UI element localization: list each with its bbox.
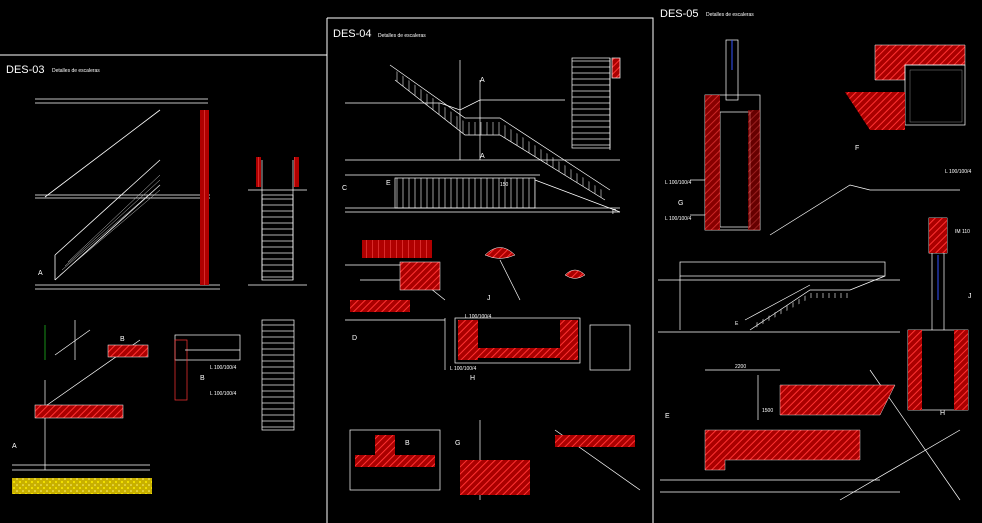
- spec4-des05: IM 110: [955, 229, 970, 235]
- label-b-des04: B: [405, 440, 410, 447]
- spec1-des04: L 100/100/4: [450, 366, 476, 372]
- label-e-des05: E: [735, 321, 739, 327]
- label-b1-des03: B: [120, 336, 125, 343]
- dim2-des05: 1500: [762, 408, 773, 414]
- section-h-des04: [444, 317, 631, 371]
- sheet-des-03: DES-03 Detalles de escaleras A: [6, 64, 307, 494]
- spec1-des05: L 100/100/4: [665, 180, 691, 186]
- stair-elevation-des03: [35, 98, 220, 290]
- spec2-des03: L 100/100/4: [210, 365, 236, 371]
- spec2-des05: L 100/100/4: [665, 216, 691, 222]
- label-c-des04: C: [342, 185, 347, 192]
- label-b2-des03: B: [200, 375, 205, 382]
- label-j-des05: J: [968, 293, 972, 300]
- label-g-des04: G: [455, 440, 460, 447]
- label-d-des04: D: [352, 335, 357, 342]
- sheet-subtitle-des03: Detalles de escaleras: [52, 68, 100, 74]
- label-h-des04: H: [470, 375, 475, 382]
- spec2-des04: L 100/100/4: [465, 314, 491, 320]
- sheet-title-des03: DES-03: [6, 64, 45, 76]
- sheet-subtitle-des04: Detalles de escaleras: [378, 33, 426, 39]
- label-a2-des03: A: [12, 443, 17, 450]
- stair-section-des03: [248, 160, 307, 286]
- sheet-des-05: DES-05 Detalles de escaleras G L 100/100…: [658, 8, 972, 501]
- sheet-subtitle-des05: Detalles de escaleras: [706, 12, 754, 18]
- sheet-borders: [0, 17, 654, 523]
- label-a1-des04: A: [480, 77, 485, 84]
- sheet-title-des05: DES-05: [660, 8, 699, 20]
- balustrade-des04: [345, 159, 621, 213]
- sheet-title-des04: DES-04: [333, 28, 372, 40]
- stair-elevation-des05: [658, 261, 900, 333]
- dim-des04: 150: [500, 182, 509, 188]
- label-a2-des04: A: [480, 153, 485, 160]
- detail-handrail-des03: [39, 320, 141, 470]
- label-f-des04: F: [612, 209, 616, 216]
- wall-hatch-des03: [200, 110, 209, 285]
- sheet-des-04: DES-04 Detalles de escaleras A A: [333, 28, 641, 500]
- dim1-des05: 2200: [735, 364, 746, 370]
- label-e-des04: E: [386, 180, 391, 187]
- spec1-des03: L 100/100/4: [210, 391, 236, 397]
- label-h-des05: H: [940, 410, 945, 417]
- earth-fill-des03: [12, 478, 152, 494]
- label-g-des05: G: [678, 200, 683, 207]
- spec3-des05: L 100/100/4: [945, 169, 971, 175]
- stair-plan-des03: [261, 319, 295, 431]
- label-a-des03: A: [38, 270, 43, 277]
- label-f-des05: F: [855, 145, 859, 152]
- label-j-des04: J: [487, 295, 491, 302]
- label-e2-des05: E: [665, 413, 670, 420]
- stair-side-des04: [571, 57, 621, 150]
